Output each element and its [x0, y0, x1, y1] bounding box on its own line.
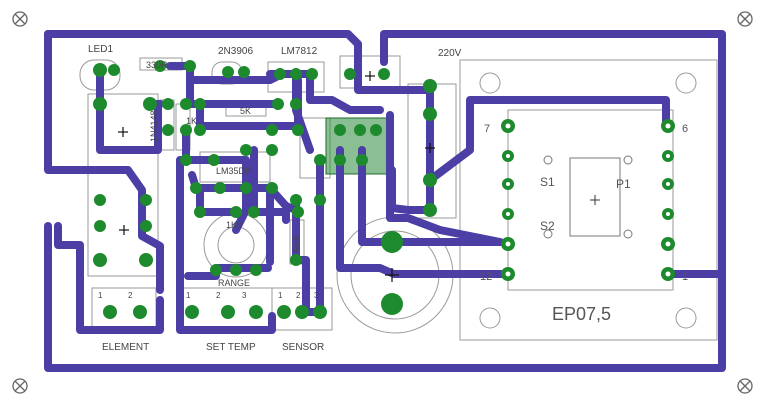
label-lm7812: LM7812: [281, 46, 318, 57]
label-s1: S1: [540, 175, 555, 189]
label-set-temp: SET TEMP: [206, 342, 256, 353]
label-s2: S2: [540, 219, 555, 233]
label-2n3906: 2N3906: [218, 46, 253, 57]
transformer-pins: [543, 155, 633, 239]
label-sensor-pin1: 1: [278, 291, 283, 300]
label-led1: LED1: [88, 44, 113, 55]
label-r5k: 5K: [240, 106, 251, 116]
label-sensor-pin3: 3: [314, 291, 319, 300]
label-sensor-pin2: 2: [296, 291, 301, 300]
label-trimmer: 1K0: [226, 220, 242, 230]
label-settemp-pin2: 2: [216, 291, 221, 300]
label-transformer: EP07,5: [552, 304, 611, 324]
label-r1k: 1K: [186, 116, 197, 126]
pad-holes: [505, 123, 671, 277]
silk-text: LED1 330R 2N3906 LM7812 220V 1N4148 5K 1…: [88, 44, 688, 353]
label-settemp-pin1: 1: [186, 291, 191, 300]
pads: [93, 60, 675, 319]
label-element-pin1: 1: [98, 291, 103, 300]
label-pin12: 12: [480, 271, 492, 283]
label-settemp-pin3: 3: [242, 291, 247, 300]
label-element: ELEMENT: [102, 342, 149, 353]
label-1n4148: 1N4148: [149, 110, 159, 142]
label-element-pin2: 2: [128, 291, 133, 300]
mounting-holes: [12, 11, 753, 394]
label-mains: 220V: [438, 48, 462, 59]
label-r330: 330R: [146, 60, 168, 70]
label-pin1: 1: [682, 271, 688, 283]
label-pin7: 7: [484, 123, 490, 135]
label-range: RANGE: [218, 278, 250, 288]
label-pin6: 6: [682, 123, 688, 135]
label-p1: P1: [616, 177, 631, 191]
label-lm35: LM35DP: [216, 166, 251, 176]
crosshairs: [118, 71, 435, 282]
label-r5k6: 5K6: [292, 236, 302, 252]
label-sensor: SENSOR: [282, 342, 324, 353]
